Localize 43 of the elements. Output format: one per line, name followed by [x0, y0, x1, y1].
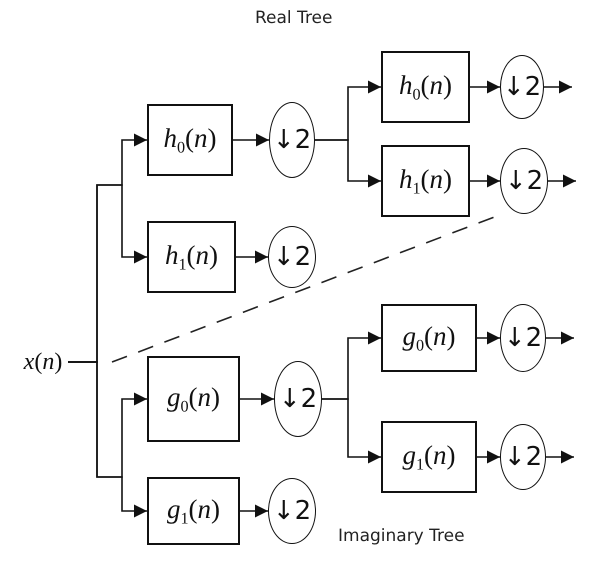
arrow — [477, 450, 500, 464]
arrow — [548, 174, 576, 188]
arrow — [546, 450, 574, 464]
filter-box — [381, 145, 470, 217]
tree-caption: Real Tree — [255, 8, 332, 28]
downsample-symbol: ↓2 — [504, 442, 542, 472]
filter-label: h$_{0}$(n) — [163, 122, 217, 158]
arrow — [236, 250, 268, 264]
filter-label: g$_{1}$(n) — [402, 440, 456, 474]
arrow — [544, 80, 572, 94]
arrow — [470, 80, 500, 94]
filter-box — [147, 356, 240, 442]
filter-box — [147, 221, 236, 293]
arrow — [240, 504, 268, 518]
filter-box — [381, 51, 470, 123]
arrow — [546, 332, 574, 344]
filter-box — [147, 477, 240, 545]
arrow — [68, 361, 147, 518]
tree-caption: Imaginary Tree — [338, 526, 465, 546]
arrow — [315, 139, 381, 188]
downsample-symbol: ↓2 — [272, 496, 312, 526]
filter-box — [381, 421, 477, 493]
filter-box — [147, 104, 233, 176]
filter-box — [381, 304, 477, 372]
filter-label: h$_{0}$(n) — [398, 70, 452, 104]
downsampler-circle — [268, 226, 316, 288]
downsample-symbol: ↓2 — [502, 72, 542, 102]
downsample-symbol: ↓2 — [504, 166, 544, 196]
arrow — [233, 134, 269, 146]
filter-label: g$_{0}$(n) — [402, 320, 456, 356]
filter-label: h$_{1}$(n) — [398, 164, 452, 198]
downsample-symbol: ↓2 — [272, 242, 312, 272]
arrow — [240, 392, 274, 406]
filter-label: g$_{1}$(n) — [166, 494, 220, 528]
arrow — [322, 398, 381, 464]
downsample-symbol: ↓2 — [272, 125, 312, 155]
filter-label: g$_{0}$(n) — [166, 382, 220, 416]
arrow — [477, 332, 500, 344]
input-signal-label: x(n) — [24, 348, 62, 376]
downsample-symbol: ↓2 — [504, 323, 542, 353]
downsample-symbol: ↓2 — [278, 384, 318, 414]
filter-label: h$_{1}$(n) — [164, 240, 218, 274]
arrow — [470, 174, 500, 188]
